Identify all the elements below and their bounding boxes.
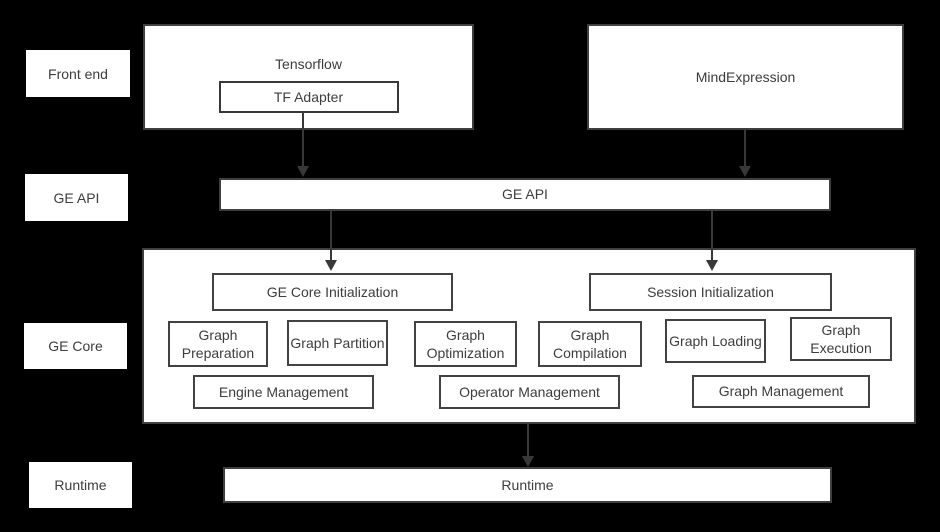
arrow-mindexpression-to-ge-api — [739, 130, 751, 177]
tensorflow-box: Tensorflow TF Adapter — [143, 24, 474, 130]
arrow-shaft — [302, 113, 304, 166]
runtime-bar-label: Runtime — [501, 476, 554, 493]
tf-adapter-box: TF Adapter — [218, 81, 399, 113]
tf-adapter-label: TF Adapter — [273, 88, 344, 105]
arrow-down-icon — [706, 260, 718, 271]
graph-preparation-label: Graph Preparation — [181, 326, 255, 361]
arrow-tf-adapter-to-ge-api — [297, 113, 309, 177]
graph-partition-box: Graph Partition — [287, 320, 388, 366]
ge-api-bar: GE API — [219, 178, 831, 211]
layer-label-ge-api: GE API — [25, 174, 128, 221]
graph-execution-label: Graph Execution — [810, 321, 872, 356]
ge-core-box: GE Core Initialization Session Initializ… — [142, 248, 916, 424]
ge-core-initialization-box: GE Core Initialization — [212, 273, 453, 311]
session-initialization-box: Session Initialization — [589, 273, 832, 311]
mindexpression-box: MindExpression — [587, 24, 904, 130]
arrow-shaft — [744, 130, 746, 166]
arrow-down-icon — [522, 456, 534, 467]
runtime-bar: Runtime — [223, 467, 832, 503]
graph-loading-box: Graph Loading — [665, 319, 766, 363]
graph-compilation-box: Graph Compilation — [538, 321, 642, 367]
layer-label-ge-api-text: GE API — [53, 189, 100, 206]
arrow-shaft — [330, 211, 332, 260]
graph-optimization-box: Graph Optimization — [414, 321, 517, 367]
graph-management-box: Graph Management — [692, 375, 870, 408]
engine-management-label: Engine Management — [218, 383, 349, 400]
graph-management-label: Graph Management — [718, 383, 844, 400]
session-initialization-label: Session Initialization — [647, 283, 774, 300]
engine-management-box: Engine Management — [193, 375, 374, 409]
mindexpression-title: MindExpression — [695, 68, 796, 85]
arrow-shaft — [711, 211, 713, 260]
ge-api-bar-label: GE API — [502, 186, 548, 203]
tensorflow-title: Tensorflow — [275, 56, 342, 72]
arrow-ge-api-to-session-initialization — [706, 211, 718, 271]
layer-label-runtime-text: Runtime — [54, 477, 107, 493]
layer-label-runtime: Runtime — [29, 462, 132, 508]
arrow-shaft — [527, 424, 529, 456]
graph-loading-label: Graph Loading — [669, 332, 762, 349]
arrow-ge-core-to-runtime — [522, 424, 534, 467]
graph-preparation-box: Graph Preparation — [168, 321, 268, 367]
operator-management-label: Operator Management — [459, 383, 600, 400]
operator-management-box: Operator Management — [439, 375, 620, 409]
graph-execution-box: Graph Execution — [790, 317, 892, 361]
ge-core-initialization-label: GE Core Initialization — [266, 283, 399, 300]
graph-compilation-label: Graph Compilation — [553, 326, 627, 361]
arrow-down-icon — [739, 166, 751, 177]
layer-label-front-end: Front end — [26, 50, 130, 97]
layer-label-ge-core-text: GE Core — [48, 338, 103, 354]
arrow-ge-api-to-ge-core-initialization — [325, 211, 337, 271]
arrow-down-icon — [325, 260, 337, 271]
arrow-down-icon — [297, 166, 309, 177]
graph-partition-label: Graph Partition — [290, 334, 385, 351]
graph-optimization-label: Graph Optimization — [426, 326, 505, 361]
layer-label-front-end-text: Front end — [48, 65, 108, 82]
layer-label-ge-core: GE Core — [24, 323, 127, 369]
